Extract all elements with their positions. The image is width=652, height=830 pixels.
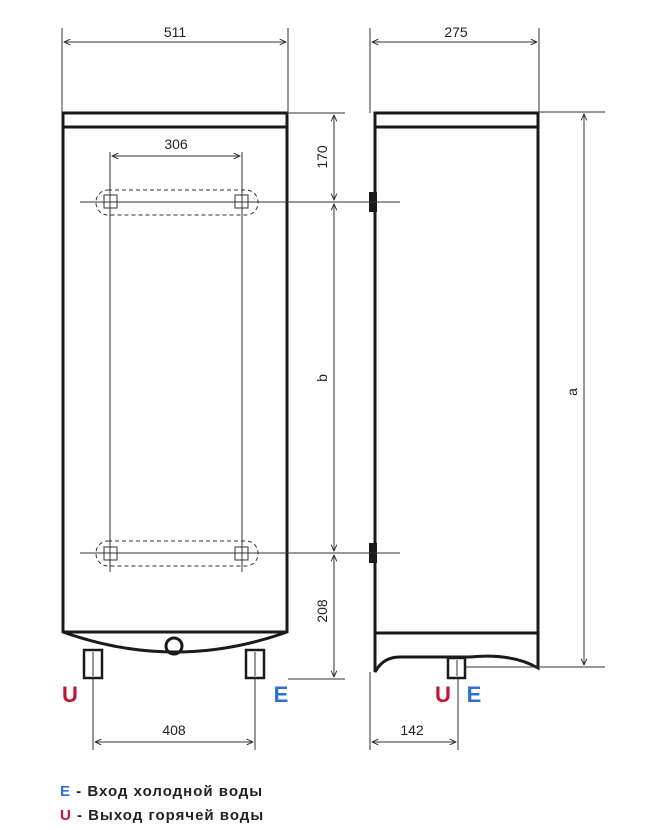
legend-cold-water: E - Вход холодной воды bbox=[60, 783, 263, 800]
side-view bbox=[345, 111, 540, 680]
dim-bracket-spacing: 306 bbox=[164, 136, 188, 152]
dim-pipe-spacing: 408 bbox=[162, 722, 186, 738]
dim-front-width: 511 bbox=[164, 24, 187, 40]
legend-cold-text: - Вход холодной воды bbox=[71, 783, 264, 800]
legend-hot-text: - Выход горячей воды bbox=[71, 807, 265, 824]
cold-marker-side: E bbox=[467, 682, 482, 707]
hot-marker-side: U bbox=[435, 682, 451, 707]
dim-bottom-offset: 208 bbox=[314, 599, 330, 623]
hot-marker-front: U bbox=[62, 682, 78, 707]
front-body-outline bbox=[61, 111, 289, 654]
legend-hot-water: U - Выход горячей воды bbox=[60, 807, 264, 824]
thermostat-knob bbox=[164, 636, 184, 656]
side-dimensions: 275 a 142 U E bbox=[369, 24, 605, 750]
dim-side-depth: 275 bbox=[444, 24, 468, 40]
front-dimensions: 511 306 170 b 208 408 U E bbox=[61, 24, 345, 750]
mounting-frame bbox=[109, 201, 243, 554]
side-body-outline bbox=[373, 111, 540, 673]
front-view bbox=[61, 111, 289, 680]
cold-marker-front: E bbox=[274, 682, 289, 707]
legend-hot-code: U bbox=[60, 807, 72, 824]
dim-top-offset: 170 bbox=[314, 145, 330, 169]
dim-mount-height: b bbox=[314, 374, 330, 382]
legend-cold-code: E bbox=[60, 783, 72, 800]
dim-total-height: a bbox=[564, 388, 580, 396]
dim-pipe-offset: 142 bbox=[400, 722, 424, 738]
